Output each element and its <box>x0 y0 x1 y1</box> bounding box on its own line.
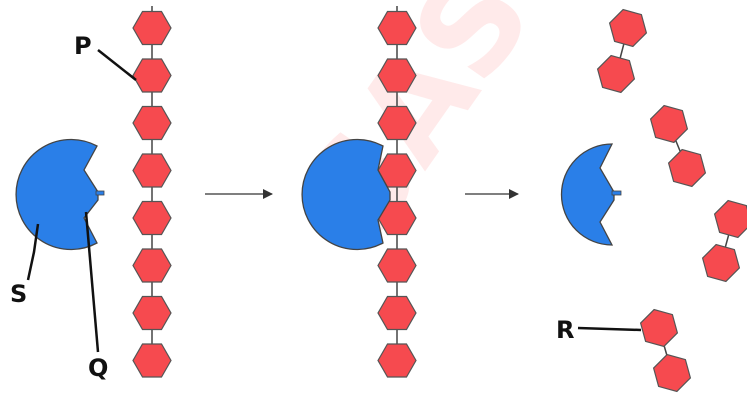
active-site-stub <box>95 190 105 196</box>
monomer-hexagon <box>667 148 707 188</box>
monomer-hexagon <box>132 10 172 46</box>
monomer-hexagon <box>377 343 417 378</box>
monomer-hexagon <box>132 343 172 378</box>
monomer-hexagon <box>377 10 417 46</box>
enzyme-bound <box>301 138 391 251</box>
label-S: S <box>10 280 27 308</box>
released-dimers <box>596 8 747 393</box>
monomer-hexagon <box>713 199 747 239</box>
monomer-hexagon <box>652 353 692 393</box>
monomer-hexagon <box>596 54 636 94</box>
leader-Q <box>84 211 100 353</box>
monomer-hexagon <box>377 105 417 141</box>
monomer-hexagon <box>377 248 417 283</box>
monomer-hexagon <box>132 105 172 141</box>
leader-R <box>577 326 642 332</box>
monomer-chain-left <box>132 6 172 378</box>
monomer-hexagon <box>608 8 648 48</box>
monomer-hexagon <box>649 104 689 144</box>
monomer-hexagon <box>132 200 172 236</box>
monomer-hexagon <box>132 248 172 283</box>
leader-S <box>26 223 40 281</box>
monomer-hexagon <box>132 295 172 331</box>
label-Q: Q <box>88 354 108 382</box>
monomer-hexagon <box>377 58 417 93</box>
leader-P <box>97 49 137 81</box>
monomer-hexagon <box>377 295 417 331</box>
monomer-hexagon <box>132 58 172 93</box>
active-site-stub-released <box>611 190 622 196</box>
monomer-hexagon <box>639 308 679 348</box>
monomer-chain-middle <box>377 6 417 378</box>
label-P: P <box>74 32 92 60</box>
label-R: R <box>556 316 574 344</box>
enzyme-free <box>15 138 105 251</box>
monomer-hexagon <box>132 153 172 188</box>
enzyme-released <box>560 143 622 246</box>
monomer-hexagon <box>701 243 741 283</box>
